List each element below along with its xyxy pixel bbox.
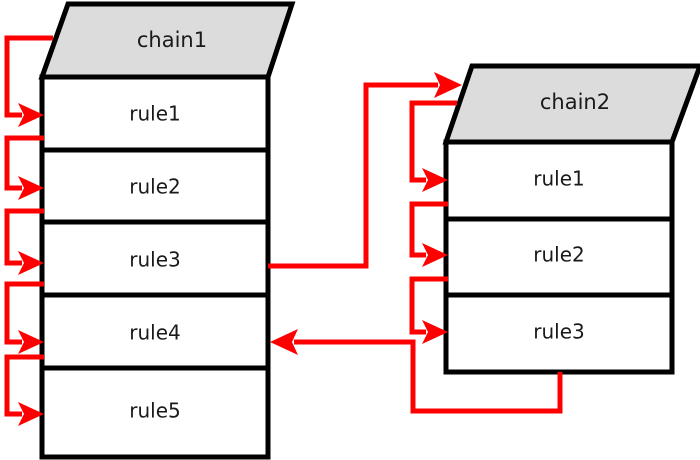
chain2-flow-arrows (409, 100, 457, 344)
chain1-group: chain1 rule1 rule2 rule3 rule4 rule5 (38, 1, 296, 460)
chain2-rule-box-1[interactable] (443, 139, 675, 222)
chain1-header-label: chain1 (137, 28, 207, 52)
chain2-rule-box-2[interactable] (443, 216, 675, 298)
chain2-group: chain2 rule1 rule2 rule3 (442, 63, 700, 375)
chain1-rule-label-4: rule4 (129, 321, 180, 345)
flow-chain1-rule2-to-rule3 (4, 208, 44, 275)
chain2-header-shape[interactable] (442, 63, 700, 145)
chain1-rule-box-5[interactable] (39, 365, 271, 460)
chain2-rule-boxes (443, 139, 675, 375)
chain1-rule-label-3: rule3 (129, 248, 180, 272)
flow-chain1-rule1-to-rule2 (4, 135, 44, 200)
chain2-rule-label-2: rule2 (533, 243, 584, 267)
flow-chain2-header-to-rule1 (409, 100, 457, 192)
flow-chain1-rule4-to-rule5 (4, 354, 44, 426)
chain1-flow-arrows (4, 35, 53, 426)
chain1-rule-box-4[interactable] (39, 292, 271, 371)
flow-chain1-rule3-jump-to-chain2 (268, 72, 462, 269)
flow-chain1-rule3-to-rule4 (4, 281, 44, 354)
chain1-rule-label-1: rule1 (129, 102, 180, 126)
chain1-rule-label-5: rule5 (129, 399, 180, 423)
chain1-rule-label-2: rule2 (129, 175, 180, 199)
flow-chain2-rule1-to-rule2 (409, 201, 448, 267)
chain2-rule-label-1: rule1 (533, 167, 584, 191)
flow-chain2-rule2-to-rule3 (409, 276, 448, 344)
chain2-rule-label-3: rule3 (533, 320, 584, 344)
flow-chain2-rule3-return-to-chain1-rule4 (270, 329, 563, 414)
chain1-header-shape[interactable] (38, 1, 296, 80)
cross-chain-flow-arrows (268, 72, 563, 414)
chain2-header-label: chain2 (540, 90, 610, 114)
flow-chain1-header-to-rule1 (4, 35, 53, 127)
chain1-rule-boxes (39, 74, 271, 460)
